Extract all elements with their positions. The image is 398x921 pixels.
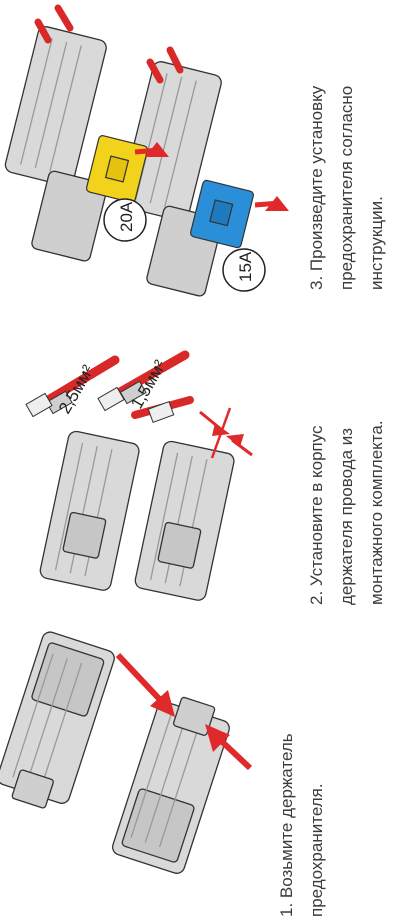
step1-holder-illustration xyxy=(0,631,230,874)
step2-caption-line: монтажного комплекта. xyxy=(367,420,386,605)
step3-insert-arrows xyxy=(134,142,289,211)
fuse-blue xyxy=(190,179,254,249)
step2-caption: 2. Установите в корпус держателя провода… xyxy=(302,420,392,605)
fuse-rating-20a: 20A xyxy=(103,198,147,242)
step2-holder-illustration xyxy=(39,430,235,601)
step1-caption: 1. Возьмите держатель предохранителя. xyxy=(272,733,332,917)
fuse-rating-15a: 15A xyxy=(222,248,266,292)
step1-caption-line: предохранителя. xyxy=(307,783,326,917)
step2-press-arrows xyxy=(199,407,253,459)
svg-text:15A: 15A xyxy=(236,251,255,282)
step3-caption: 3. Произведите установку предохранителя … xyxy=(302,86,392,290)
step2-caption-line: 2. Установите в корпус xyxy=(307,425,326,605)
step2-caption-line: держателя провода из xyxy=(337,427,356,605)
step3-caption-line: инструкции. xyxy=(367,196,386,290)
step3-caption-line: 3. Произведите установку xyxy=(307,85,326,290)
fuse-yellow xyxy=(85,135,149,203)
step3-wires xyxy=(34,4,184,84)
step1-caption-line: 1. Возьмите держатель xyxy=(277,733,296,917)
step2-wires xyxy=(25,350,194,423)
svg-text:20A: 20A xyxy=(117,201,136,232)
step3-holder-illustration xyxy=(4,26,223,297)
step3-caption-line: предохранителя согласно xyxy=(337,85,356,290)
step1-arrows xyxy=(115,652,253,771)
